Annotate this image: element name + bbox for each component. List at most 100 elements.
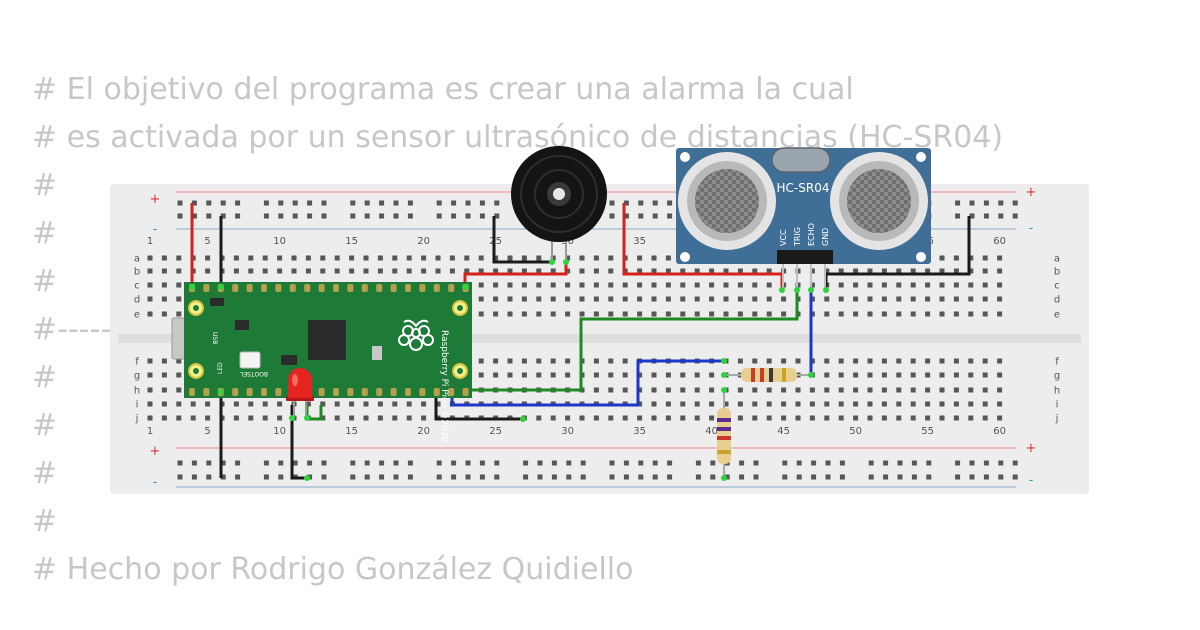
breadboard-hole[interactable] [737,282,743,288]
breadboard-hole[interactable] [752,296,758,302]
breadboard-hole[interactable] [478,296,484,302]
breadboard-hole[interactable] [766,282,772,288]
breadboard-hole[interactable] [379,474,385,480]
breadboard-hole[interactable] [881,296,887,302]
breadboard-hole[interactable] [637,372,643,378]
breadboard-hole[interactable] [263,200,269,206]
breadboard-hole[interactable] [824,358,830,364]
breadboard-hole[interactable] [176,311,182,317]
breadboard-hole[interactable] [364,213,370,219]
breadboard-hole[interactable] [161,415,167,421]
breadboard-hole[interactable] [161,296,167,302]
breadboard-hole[interactable] [622,282,628,288]
breadboard-hole[interactable] [853,387,859,393]
breadboard-hole[interactable] [521,282,527,288]
breadboard-hole[interactable] [694,387,700,393]
breadboard-hole[interactable] [925,401,931,407]
breadboard-hole[interactable] [565,372,571,378]
breadboard-hole[interactable] [651,255,657,261]
breadboard-hole[interactable] [982,282,988,288]
breadboard-hole[interactable] [523,474,529,480]
breadboard-hole[interactable] [233,401,239,407]
breadboard-hole[interactable] [795,387,801,393]
breadboard-hole[interactable] [176,282,182,288]
breadboard-hole[interactable] [680,401,686,407]
resistor-vertical[interactable] [717,390,731,480]
breadboard-hole[interactable] [651,311,657,317]
breadboard-hole[interactable] [925,296,931,302]
breadboard-hole[interactable] [349,255,355,261]
breadboard-hole[interactable] [709,311,715,317]
breadboard-hole[interactable] [881,282,887,288]
breadboard-hole[interactable] [910,282,916,288]
breadboard-hole[interactable] [550,282,556,288]
breadboard-hole[interactable] [263,460,269,466]
breadboard-hole[interactable] [235,474,241,480]
breadboard-hole[interactable] [176,268,182,274]
breadboard-hole[interactable] [881,415,887,421]
breadboard-hole[interactable] [766,401,772,407]
breadboard-hole[interactable] [752,311,758,317]
breadboard-hole[interactable] [321,460,327,466]
breadboard-hole[interactable] [968,372,974,378]
breadboard-hole[interactable] [953,387,959,393]
breadboard-hole[interactable] [997,387,1003,393]
breadboard-hole[interactable] [593,268,599,274]
breadboard-hole[interactable] [421,401,427,407]
breadboard-hole[interactable] [320,401,326,407]
breadboard-hole[interactable] [421,415,427,421]
breadboard-hole[interactable] [896,282,902,288]
red-led[interactable] [286,368,314,418]
breadboard-hole[interactable] [883,460,889,466]
breadboard-hole[interactable] [436,213,442,219]
breadboard-hole[interactable] [781,311,787,317]
breadboard-hole[interactable] [406,255,412,261]
breadboard-hole[interactable] [782,460,788,466]
breadboard-hole[interactable] [220,213,226,219]
breadboard-hole[interactable] [997,255,1003,261]
breadboard-hole[interactable] [953,311,959,317]
breadboard-hole[interactable] [709,282,715,288]
breadboard-hole[interactable] [795,415,801,421]
breadboard-hole[interactable] [566,474,572,480]
breadboard-hole[interactable] [853,415,859,421]
breadboard-hole[interactable] [953,372,959,378]
breadboard-hole[interactable] [896,296,902,302]
breadboard-hole[interactable] [737,401,743,407]
breadboard-hole[interactable] [565,415,571,421]
breadboard-hole[interactable] [982,296,988,302]
breadboard-hole[interactable] [593,415,599,421]
breadboard-hole[interactable] [537,474,543,480]
breadboard-hole[interactable] [377,268,383,274]
breadboard-hole[interactable] [781,358,787,364]
breadboard-hole[interactable] [867,401,873,407]
breadboard-hole[interactable] [982,387,988,393]
breadboard-hole[interactable] [623,213,629,219]
breadboard-hole[interactable] [622,372,628,378]
breadboard-hole[interactable] [1012,460,1018,466]
breadboard-hole[interactable] [609,460,615,466]
breadboard-hole[interactable] [1012,200,1018,206]
breadboard-hole[interactable] [795,358,801,364]
breadboard-hole[interactable] [233,268,239,274]
breadboard-hole[interactable] [680,372,686,378]
breadboard-hole[interactable] [853,358,859,364]
breadboard-hole[interactable] [752,358,758,364]
breadboard-hole[interactable] [739,460,745,466]
breadboard-hole[interactable] [710,460,716,466]
breadboard-hole[interactable] [694,311,700,317]
breadboard-hole[interactable] [824,387,830,393]
breadboard-hole[interactable] [161,372,167,378]
breadboard-hole[interactable] [939,311,945,317]
breadboard-hole[interactable] [953,401,959,407]
breadboard-hole[interactable] [147,358,153,364]
breadboard-hole[interactable] [796,474,802,480]
breadboard-hole[interactable] [278,474,284,480]
breadboard-hole[interactable] [622,387,628,393]
breadboard-hole[interactable] [550,372,556,378]
breadboard-hole[interactable] [292,460,298,466]
breadboard-hole[interactable] [507,268,513,274]
breadboard-hole[interactable] [536,372,542,378]
breadboard-hole[interactable] [896,372,902,378]
breadboard-hole[interactable] [451,460,457,466]
